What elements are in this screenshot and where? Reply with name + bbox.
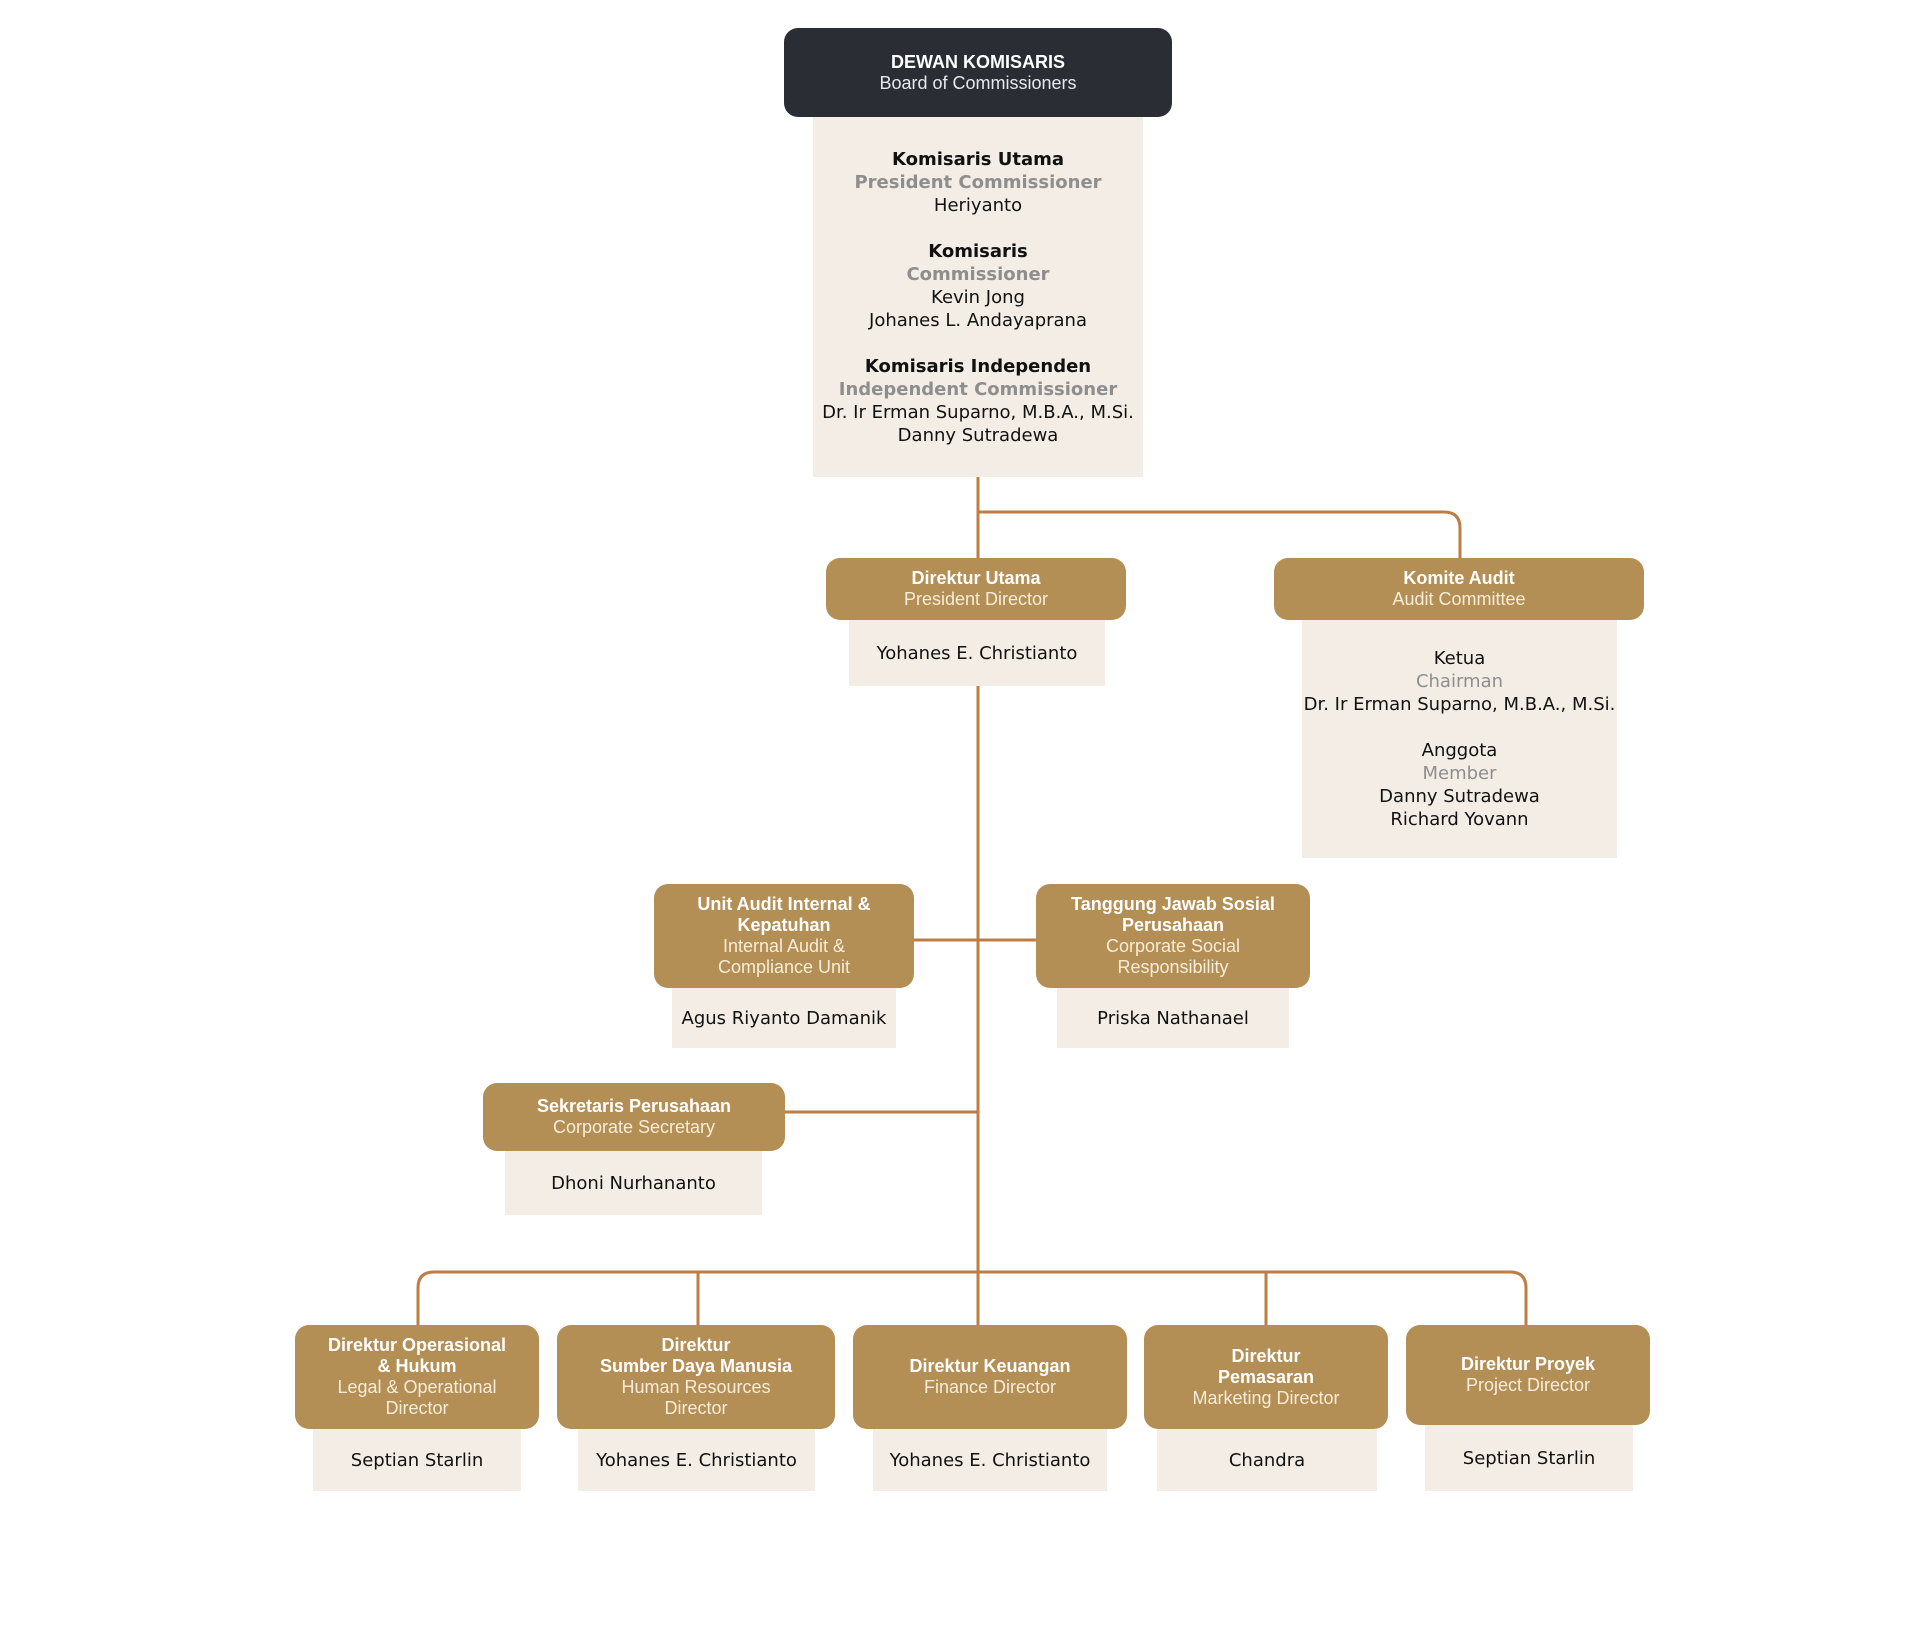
president-director-name-box: Yohanes E. Christianto [849,620,1105,686]
commissioner-title-id: Komisaris [928,240,1028,262]
director-name: Yohanes E. Christianto [889,1449,1091,1471]
director-name: Yohanes E. Christianto [596,1449,797,1471]
internal-audit-title: Unit Audit Internal & [697,894,871,914]
csr-header: Tanggung Jawab Sosial Perusahaan Corpora… [1036,884,1310,988]
director-title: Direktur Proyek [1460,1354,1596,1374]
csr-title: Tanggung Jawab Sosial [1071,894,1275,914]
audit-committee-header: Komite Audit Audit Committee [1274,558,1644,620]
director-title: Direktur Keuangan [909,1356,1071,1376]
audit-committee-members-box: Ketua Chairman Dr. Ir Erman Suparno, M.B… [1302,620,1617,858]
director-title: & Hukum [377,1356,457,1376]
director-subtitle: Marketing Director [1192,1387,1340,1408]
director-title: Direktur [661,1335,731,1355]
audit-member-name: Danny Sutradewa [1379,786,1540,807]
director-name: Septian Starlin [1462,1447,1596,1469]
independent-commissioner-name: Dr. Ir Erman Suparno, M.B.A., M.Si. [822,401,1134,423]
audit-chair-title-en: Chairman [1415,671,1504,692]
director-subtitle: Human Resources [621,1377,771,1397]
audit-chair-name: Dr. Ir Erman Suparno, M.B.A., M.Si. [1303,694,1616,715]
director-name: Chandra [1228,1449,1306,1471]
audit-committee-subtitle: Audit Committee [1392,589,1526,609]
internal-audit-subtitle: Compliance Unit [717,957,851,977]
president-director-name: Yohanes E. Christianto [876,642,1078,664]
board-header: DEWAN KOMISARIS Board of Commissioners [784,28,1172,117]
board-members-box: Komisaris Utama President Commissioner H… [813,117,1143,477]
president-director-title: Direktur Utama [911,568,1041,588]
president-director-header: Direktur Utama President Director [826,558,1126,620]
internal-audit-header: Unit Audit Internal & Kepatuhan Internal… [654,884,914,988]
director-project-name-box: Septian Starlin [1425,1425,1633,1491]
audit-member-title-en: Member [1422,763,1497,784]
director-project-header: Direktur Proyek Project Director [1406,1325,1650,1425]
corporate-secretary-name: Dhoni Nurhananto [551,1172,716,1194]
csr-subtitle: Responsibility [1117,957,1229,977]
director-subtitle: Director [664,1398,728,1418]
corporate-secretary-name-box: Dhoni Nurhananto [505,1151,762,1215]
audit-chair-title-id: Ketua [1433,648,1486,669]
president-commissioner-name: Heriyanto [933,194,1023,216]
director-marketing-name-box: Chandra [1157,1429,1377,1491]
director-subtitle: Director [385,1398,449,1418]
csr-name: Priska Nathanael [1097,1007,1249,1029]
audit-member-name: Richard Yovann [1390,809,1529,830]
director-title: Pemasaran [1217,1366,1315,1387]
commissioner-title-en: Commissioner [906,263,1050,285]
director-subtitle: Finance Director [923,1377,1057,1397]
internal-audit-name: Agus Riyanto Damanik [681,1007,887,1029]
director-title: Sumber Daya Manusia [599,1356,793,1376]
csr-name-box: Priska Nathanael [1057,988,1289,1048]
connector-directors-bus [416,1270,1528,1325]
director-title: Direktur Operasional [327,1335,507,1355]
board-subtitle: Board of Commissioners [879,72,1077,93]
director-legal-operational-header: Direktur Operasional & Hukum Legal & Ope… [295,1325,539,1429]
internal-audit-title: Kepatuhan [737,915,831,935]
independent-commissioner-name: Danny Sutradewa [897,424,1059,446]
director-subtitle: Legal & Operational [337,1377,497,1397]
president-director-subtitle: President Director [903,589,1049,609]
csr-title: Perusahaan [1121,915,1225,935]
director-subtitle: Project Director [1465,1375,1591,1395]
corporate-secretary-title: Sekretaris Perusahaan [536,1096,732,1116]
independent-commissioner-title-en: Independent Commissioner [838,378,1118,400]
connector-board-to-audit-committee [978,510,1462,558]
commissioner-name: Kevin Jong [931,286,1025,308]
president-commissioner-title-id: Komisaris Utama [891,148,1065,170]
commissioner-name: Johanes L. Andayaprana [869,309,1087,331]
president-commissioner-title-en: President Commissioner [854,171,1102,193]
director-legal-operational-name-box: Septian Starlin [313,1429,521,1491]
director-human-resources-name-box: Yohanes E. Christianto [578,1429,815,1491]
director-title: Direktur [1231,1345,1301,1366]
director-finance-name-box: Yohanes E. Christianto [873,1429,1107,1491]
independent-commissioner-title-id: Komisaris Independen [864,355,1092,377]
corporate-secretary-subtitle: Corporate Secretary [552,1117,716,1137]
director-marketing-header: Direktur Pemasaran Marketing Director [1144,1325,1388,1429]
csr-subtitle: Corporate Social [1105,936,1241,956]
director-name: Septian Starlin [350,1449,484,1471]
internal-audit-name-box: Agus Riyanto Damanik [672,988,896,1048]
audit-committee-title: Komite Audit [1403,568,1515,588]
board-title: DEWAN KOMISARIS [890,51,1065,72]
director-finance-header: Direktur Keuangan Finance Director [853,1325,1127,1429]
audit-member-title-id: Anggota [1421,740,1498,761]
corporate-secretary-header: Sekretaris Perusahaan Corporate Secretar… [483,1083,785,1151]
director-human-resources-header: Direktur Sumber Daya Manusia Human Resou… [557,1325,835,1429]
internal-audit-subtitle: Internal Audit & [722,936,846,956]
